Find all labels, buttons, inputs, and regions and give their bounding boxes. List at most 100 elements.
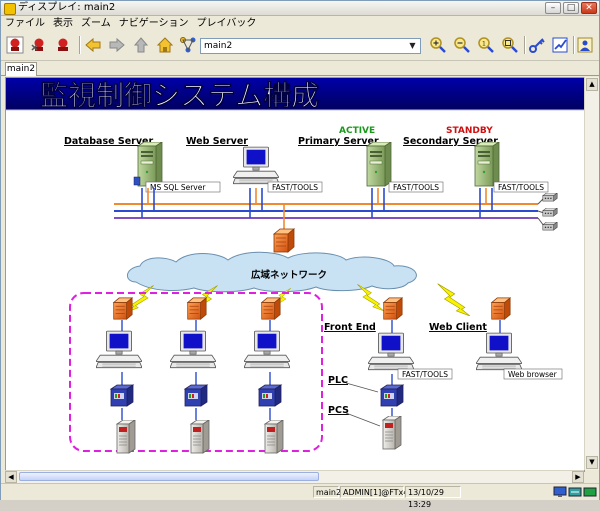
front-end-pcs-icon[interactable]	[382, 416, 402, 450]
zoom-in-icon[interactable]	[428, 35, 448, 55]
scroll-down-icon[interactable]: ▼	[586, 456, 598, 469]
operator-station-icon[interactable]	[244, 330, 290, 369]
database-icon	[133, 176, 141, 186]
plc-icon[interactable]	[258, 384, 282, 407]
front-end-plc-icon[interactable]	[380, 384, 404, 407]
db-software-tag	[145, 181, 221, 193]
primary-server-label: Primary Server	[298, 136, 379, 147]
switch-icon[interactable]	[542, 222, 558, 231]
user-login-icon[interactable]	[575, 35, 595, 55]
tab-main2[interactable]: main2	[5, 62, 37, 76]
front-end-station-icon[interactable]	[368, 332, 414, 371]
network-label: 広域ネットワーク	[251, 269, 327, 281]
wireless-link-icon	[436, 282, 471, 316]
database-server-label: Database Server	[64, 136, 153, 147]
up-arrow-icon[interactable]	[131, 35, 151, 55]
front-end-router-icon[interactable]	[383, 297, 403, 320]
site-router-icon[interactable]	[187, 297, 207, 320]
lan-bus	[114, 188, 545, 233]
core-router-icon[interactable]	[273, 228, 295, 253]
pcs-icon[interactable]	[116, 420, 136, 454]
switch-icon[interactable]	[542, 193, 558, 202]
menu-navigation[interactable]: ナビゲーション	[118, 18, 189, 29]
zoom-fit-icon[interactable]	[500, 35, 520, 55]
alarm-acknowledge-icon[interactable]	[29, 35, 49, 55]
scroll-left-icon[interactable]: ◀	[5, 471, 17, 483]
primary-server-icon[interactable]	[366, 142, 392, 187]
web-client-software-tag	[503, 368, 563, 380]
svg-text:1: 1	[482, 41, 486, 48]
secondary-server-icon[interactable]	[474, 142, 500, 187]
window-controls: – □ ✕	[545, 2, 597, 14]
horizontal-scroll-thumb[interactable]	[19, 472, 319, 481]
display-selector[interactable]: main2 ▼	[200, 38, 421, 54]
alarm-status-icon[interactable]	[583, 486, 597, 498]
window-title: ディスプレイ: main2	[18, 2, 116, 13]
toolbar-separator	[524, 36, 526, 54]
secondary-software-label: FAST/TOOLS	[498, 183, 544, 192]
front-end-software-tag	[397, 368, 453, 380]
web-server-label: Web Server	[186, 136, 248, 147]
operator-station-icon[interactable]	[170, 330, 216, 369]
vertical-scrollbar[interactable]: ▲ ▼	[584, 77, 599, 470]
menu-file[interactable]: ファイル	[5, 18, 45, 29]
scroll-right-icon[interactable]: ▶	[572, 471, 584, 483]
site-column	[244, 297, 290, 454]
wan-cloud	[127, 251, 417, 293]
web-client-router-icon[interactable]	[491, 297, 511, 320]
key-icon[interactable]	[527, 35, 547, 55]
status-display-name: main2	[313, 486, 341, 498]
plc-icon[interactable]	[184, 384, 208, 407]
app-icon	[4, 3, 16, 15]
minimize-button[interactable]: –	[545, 2, 561, 14]
menu-bar: ファイル 表示 ズーム ナビゲーション プレイバック	[1, 16, 599, 31]
web-server-icon[interactable]	[233, 146, 279, 185]
web-client-station-icon[interactable]	[476, 332, 522, 371]
switch-icon[interactable]	[542, 208, 558, 217]
system-diagram: 監視制御システム構成 Database Server Web Server AC…	[6, 78, 584, 454]
alarm-silence-icon[interactable]	[53, 35, 73, 55]
pcs-icon[interactable]	[264, 420, 284, 454]
status-time: 13/10/29 13:29	[405, 486, 461, 509]
signature-icon[interactable]	[550, 35, 570, 55]
plc-icon[interactable]	[110, 384, 134, 407]
close-button[interactable]: ✕	[581, 2, 597, 14]
site-column	[96, 297, 142, 454]
database-server-icon[interactable]	[137, 142, 163, 187]
alarm-bell-icon[interactable]	[5, 35, 25, 55]
web-client-label: Web Client	[429, 322, 487, 333]
primary-status-active: ACTIVE	[339, 126, 375, 136]
display-canvas: 監視制御システム構成 Database Server Web Server AC…	[5, 77, 585, 472]
network-status-icon[interactable]	[568, 486, 582, 498]
chevron-down-icon[interactable]: ▼	[409, 41, 416, 50]
toolbar-separator	[573, 36, 575, 54]
menu-zoom[interactable]: ズーム	[81, 18, 111, 29]
scroll-up-icon[interactable]: ▲	[586, 78, 598, 91]
web-client-software-label: Web browser	[508, 370, 558, 379]
status-bar: main2 ADMIN[1]@FTx480 13/10/29 13:29	[1, 483, 599, 509]
zoom-reset-icon[interactable]: 1	[476, 35, 496, 55]
home-icon[interactable]	[155, 35, 175, 55]
operator-station-icon[interactable]	[96, 330, 142, 369]
network-overview-icon[interactable]	[178, 35, 198, 55]
horizontal-scrollbar[interactable]: ◀ ▶	[5, 470, 584, 483]
back-arrow-icon[interactable]	[83, 35, 103, 55]
site-column	[170, 297, 216, 454]
pcs-icon[interactable]	[190, 420, 210, 454]
zoom-out-icon[interactable]	[452, 35, 472, 55]
pcs-label: PCS	[328, 405, 349, 416]
site-router-icon[interactable]	[113, 297, 133, 320]
toolbar: 1	[1, 32, 599, 61]
front-end-software-label: FAST/TOOLS	[402, 370, 448, 379]
site-router-icon[interactable]	[261, 297, 281, 320]
menu-view[interactable]: 表示	[53, 18, 73, 29]
title-bar[interactable]: ディスプレイ: main2 – □ ✕	[1, 1, 599, 16]
menu-playback[interactable]: プレイバック	[196, 18, 257, 29]
monitor-icon[interactable]	[553, 486, 567, 498]
forward-arrow-icon[interactable]	[107, 35, 127, 55]
maximize-button[interactable]: □	[563, 2, 579, 14]
front-end-label: Front End	[324, 322, 376, 333]
toolbar-separator	[79, 36, 81, 54]
secondary-software-tag	[493, 181, 549, 193]
